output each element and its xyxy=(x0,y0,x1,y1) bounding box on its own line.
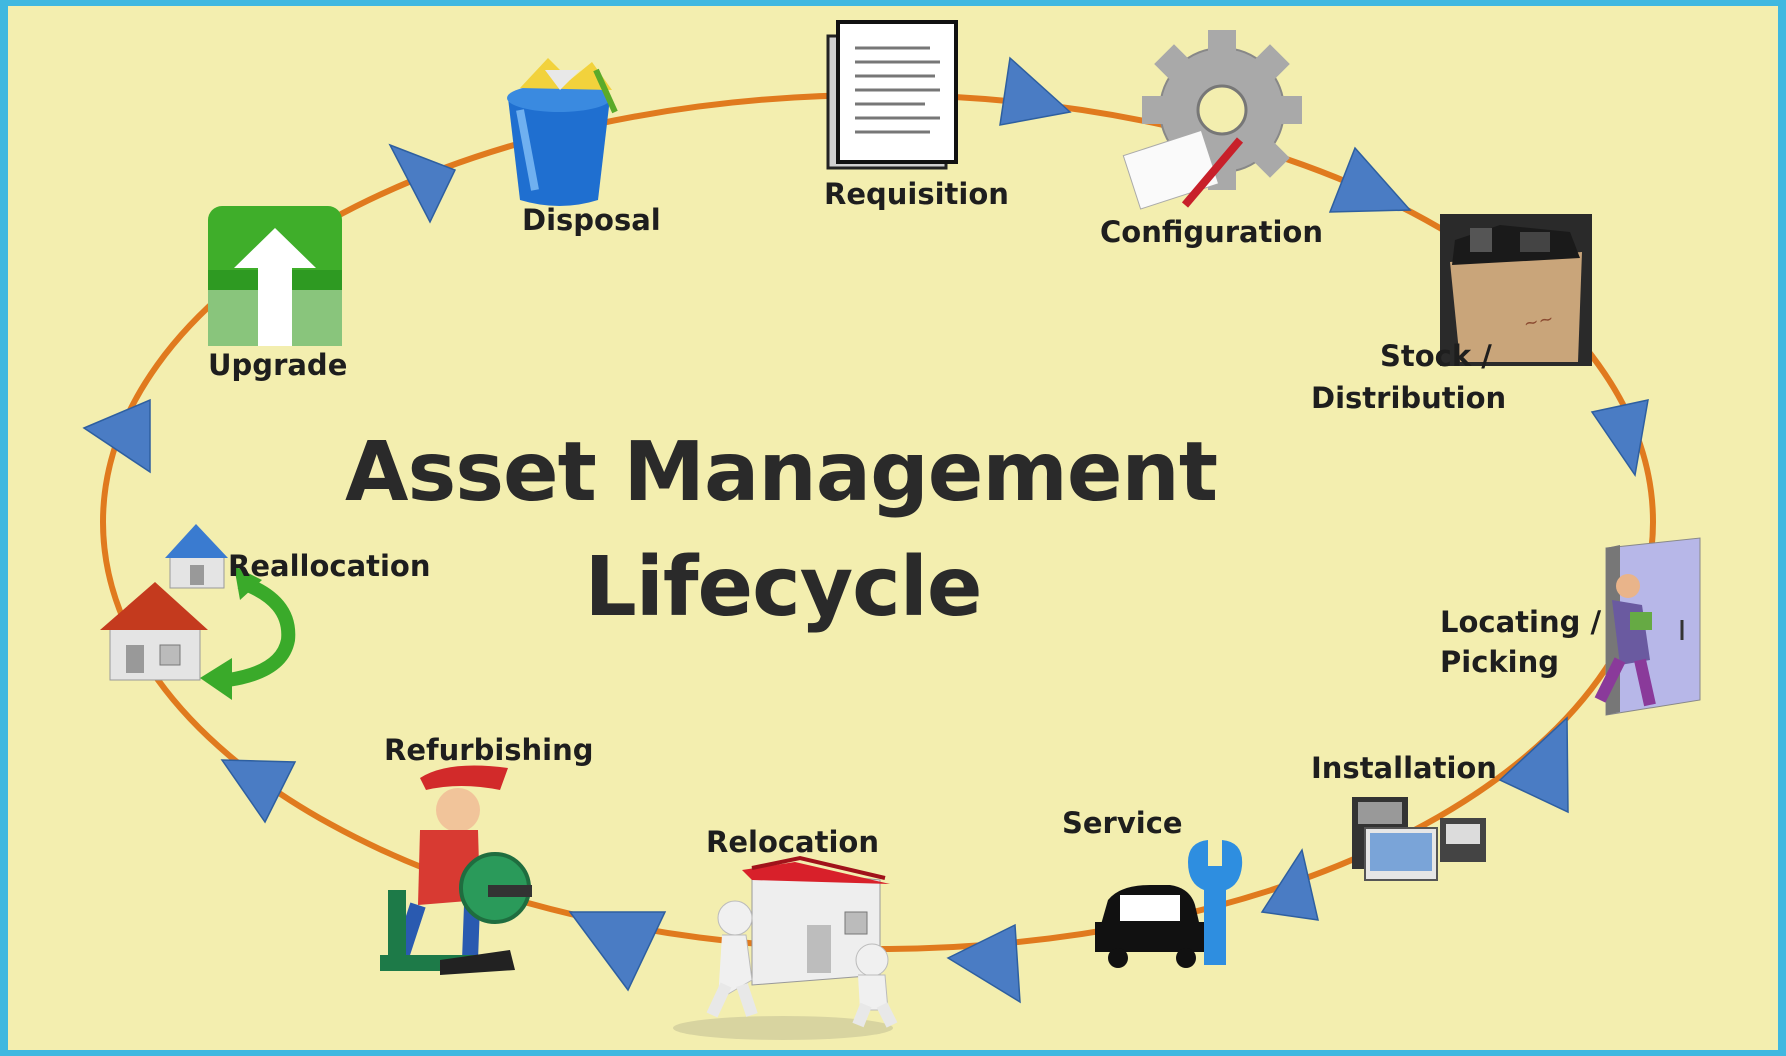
stage-label-installation: Installation xyxy=(1311,751,1497,785)
recycle-bin-icon xyxy=(507,58,618,206)
stage-label-locating: Locating / xyxy=(1440,605,1602,639)
stage-label-distribution: Distribution xyxy=(1311,381,1507,415)
diagram-title-line-2: Lifecycle xyxy=(584,540,982,635)
cycle-arrow xyxy=(220,759,297,824)
car-wrench-icon xyxy=(1095,840,1243,968)
stage-label-service: Service xyxy=(1062,806,1183,840)
upgrade-arrow-icon xyxy=(208,206,342,346)
computer-installation-icon xyxy=(1352,797,1486,881)
stage-label-stock: Stock / xyxy=(1380,339,1492,373)
stock-box-icon: ~~ xyxy=(1440,214,1592,366)
reallocation-houses-icon xyxy=(100,524,296,700)
cycle-arrow xyxy=(999,56,1072,126)
stage-label-picking: Picking xyxy=(1440,645,1560,679)
cycle-arrow xyxy=(1590,399,1649,477)
cycle-arrow xyxy=(388,143,457,224)
stage-label-configuration: Configuration xyxy=(1100,215,1323,249)
stage-label-upgrade: Upgrade xyxy=(208,348,348,382)
house-moving-icon xyxy=(673,855,898,1040)
cycle-arrow xyxy=(1260,848,1319,921)
cycle-arrow xyxy=(82,398,151,474)
stage-label-reallocation: Reallocation xyxy=(228,549,431,583)
mechanic-icon xyxy=(380,765,532,975)
stage-label-refurbishing: Refurbishing xyxy=(384,733,594,767)
diagram-background xyxy=(8,6,1778,1050)
stage-label-relocation: Relocation xyxy=(706,825,879,859)
stage-label-disposal: Disposal xyxy=(522,203,661,237)
cycle-arrow xyxy=(1498,716,1569,814)
cycle-arrow xyxy=(1328,146,1412,213)
cycle-arrow xyxy=(946,923,1021,1004)
person-at-door-icon xyxy=(1594,537,1701,716)
stage-label-requisition: Requisition xyxy=(824,177,1009,211)
gear-icon xyxy=(1122,30,1302,210)
diagram-title-line-1: Asset Management xyxy=(344,425,1218,520)
document-icon xyxy=(826,20,958,170)
cycle-arrow xyxy=(568,911,667,992)
